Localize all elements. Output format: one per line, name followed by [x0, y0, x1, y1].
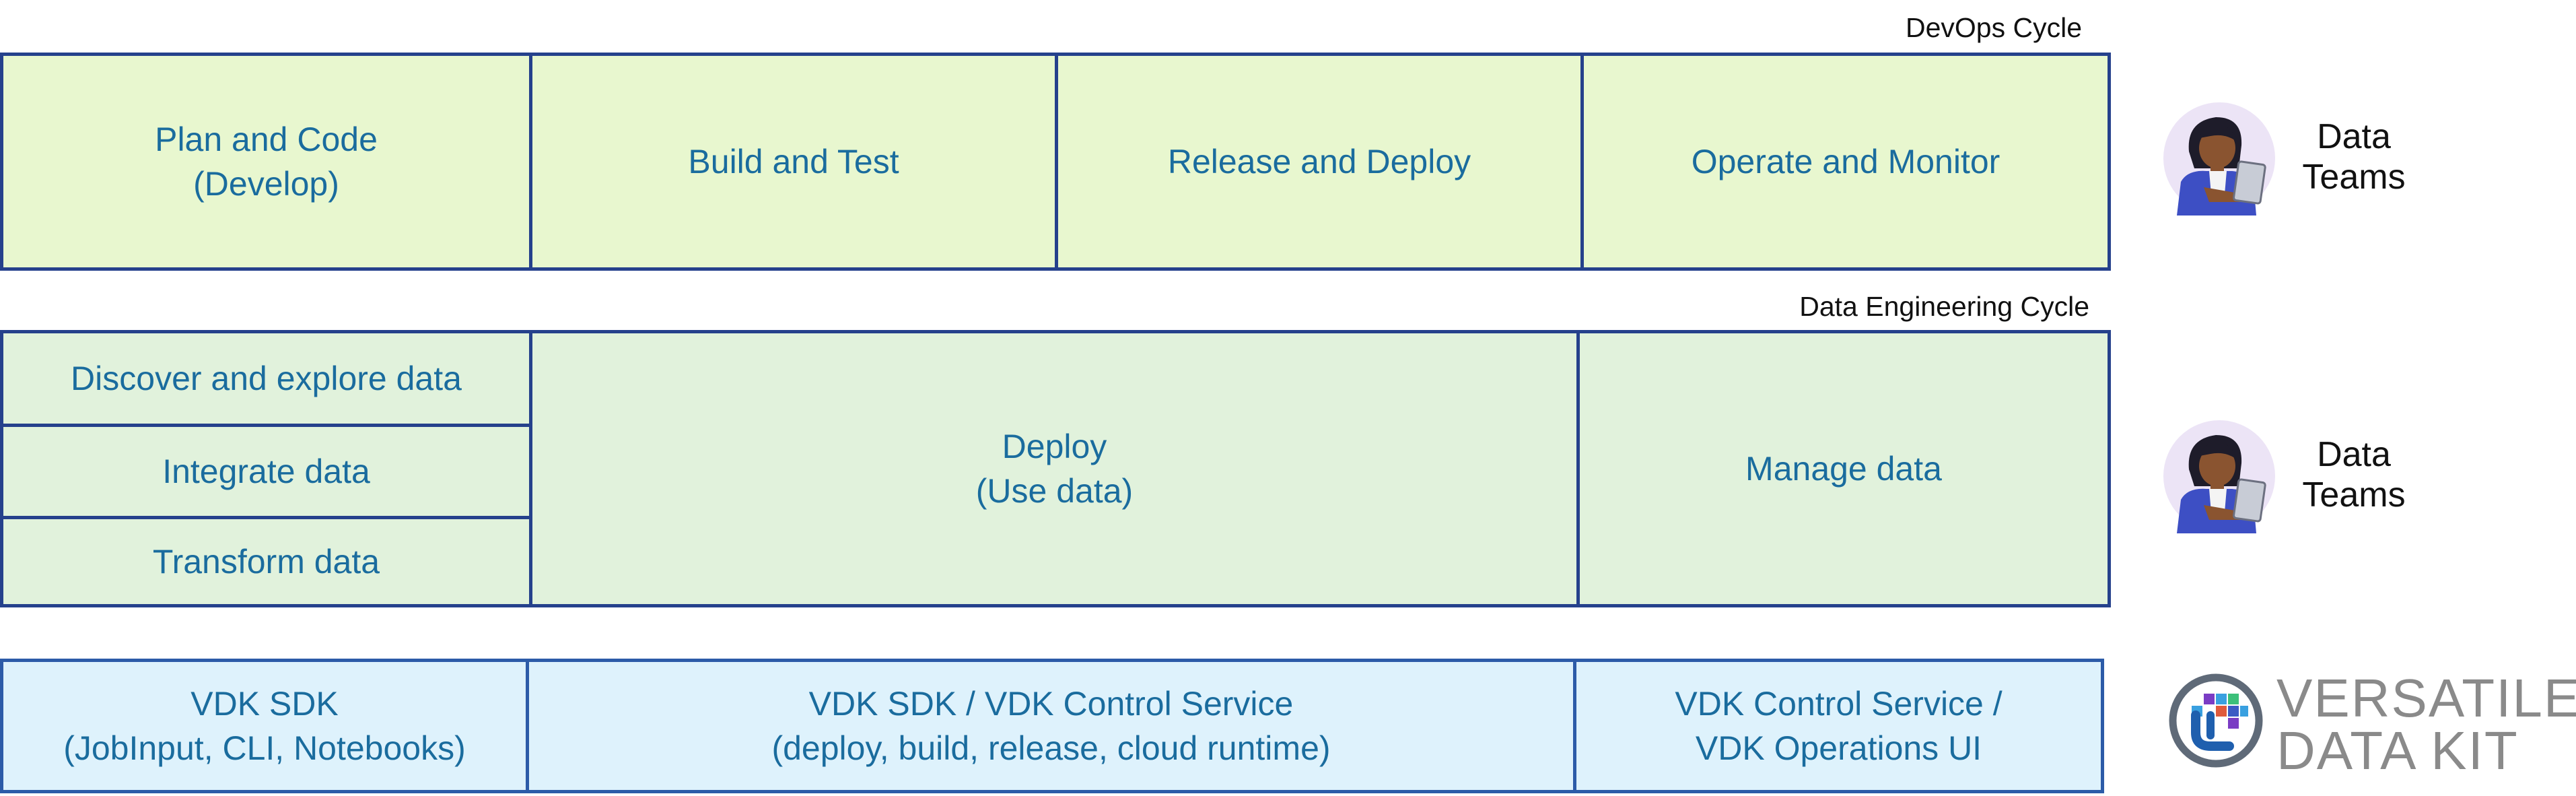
persona-label-line-2: Teams	[2302, 158, 2406, 197]
cell-line-1: Discover and explore data	[71, 360, 462, 397]
vdk-cell-sdk-control-service: VDK SDK / VDK Control Service (deploy, b…	[529, 662, 1573, 790]
de-cell-integrate: Integrate data	[3, 427, 529, 516]
cell-line-1: Plan and Code	[155, 121, 378, 158]
cell-line-1: Integrate data	[162, 453, 370, 490]
persona-label-line-1: Data	[2317, 435, 2391, 474]
vdk-logo-wordmark-line-2: DATA KIT	[2276, 721, 2519, 781]
data-engineering-cycle-band: Discover and explore data Integrate data…	[0, 330, 2111, 607]
devops-persona-label: Data Teams	[2283, 117, 2425, 197]
data-engineering-cycle-title: Data Engineering Cycle	[1799, 291, 2089, 322]
de-cell-manage-data: Manage data	[1580, 333, 2108, 604]
devops-cell-release-deploy: Release and Deploy	[1058, 56, 1580, 267]
devops-cell-operate-monitor: Operate and Monitor	[1584, 56, 2108, 267]
persona-label-line-2: Teams	[2302, 475, 2406, 515]
de-cell-discover-explore: Discover and explore data	[3, 333, 529, 424]
de-persona-label: Data Teams	[2283, 434, 2425, 515]
vdk-components-band: VDK SDK (JobInput, CLI, Notebooks) VDK S…	[0, 659, 2104, 793]
cell-line-2: (Use data)	[975, 472, 1134, 510]
devops-cycle-title: DevOps Cycle	[1905, 12, 2082, 43]
cell-line-1: Build and Test	[688, 143, 899, 180]
vdk-cell-sdk: VDK SDK (JobInput, CLI, Notebooks)	[3, 662, 526, 790]
persona-label-line-1: Data	[2317, 117, 2391, 156]
cell-line-2: (JobInput, CLI, Notebooks)	[63, 729, 466, 767]
cell-line-1: Release and Deploy	[1167, 143, 1471, 180]
de-cell-transform: Transform data	[3, 519, 529, 604]
versatile-data-kit-logo-icon	[2169, 673, 2263, 768]
cell-line-1: Operate and Monitor	[1691, 143, 2000, 180]
data-team-person-icon	[2163, 420, 2275, 533]
cell-line-2: (deploy, build, release, cloud runtime)	[771, 729, 1331, 767]
cell-line-1: Transform data	[152, 543, 380, 581]
devops-cell-plan-code: Plan and Code (Develop)	[3, 56, 529, 267]
de-cell-deploy-use: Deploy (Use data)	[532, 333, 1576, 604]
cell-line-1: Manage data	[1745, 450, 1942, 488]
cell-line-2: (Develop)	[193, 165, 339, 203]
vdk-logo-wordmark-line-1: VERSATILE	[2276, 668, 2576, 728]
devops-cell-build-test: Build and Test	[532, 56, 1055, 267]
cell-line-1: Deploy	[1002, 428, 1107, 465]
data-team-person-icon	[2163, 102, 2275, 215]
vdk-cell-control-service-ui: VDK Control Service / VDK Operations UI	[1576, 662, 2101, 790]
cell-line-2: VDK Operations UI	[1695, 729, 1982, 767]
cell-line-1: VDK SDK	[190, 685, 339, 723]
cell-line-1: VDK Control Service /	[1675, 685, 2003, 723]
devops-cycle-band: Plan and Code (Develop) Build and Test R…	[0, 53, 2111, 271]
cell-line-1: VDK SDK / VDK Control Service	[808, 685, 1294, 723]
